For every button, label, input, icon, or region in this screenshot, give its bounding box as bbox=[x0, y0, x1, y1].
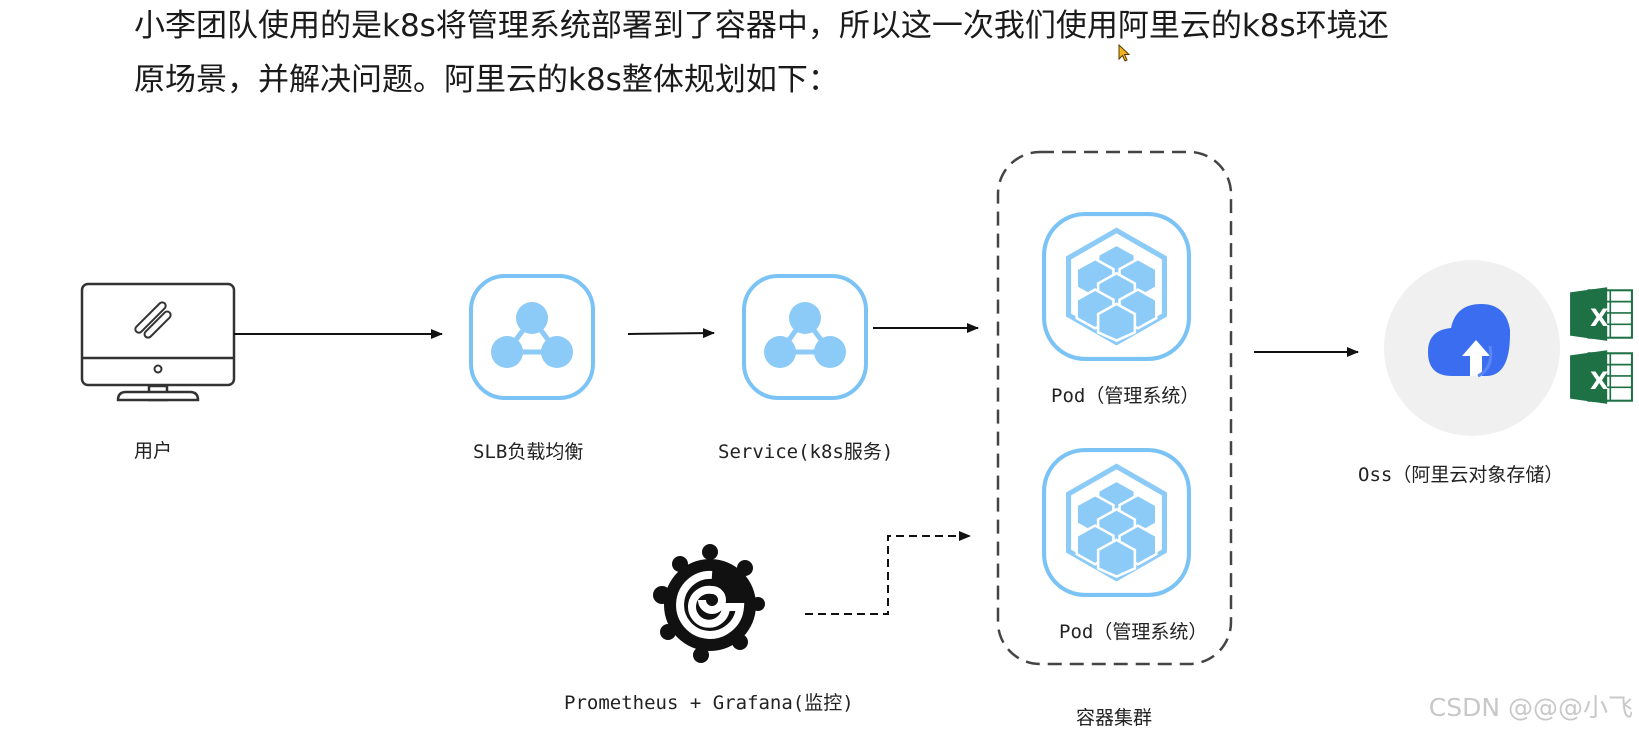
label-pod-2: Pod（管理系统） bbox=[1059, 621, 1208, 643]
intro-line-2: 原场景，并解决问题。阿里云的k8s整体规划如下： bbox=[134, 62, 839, 98]
label-oss: Oss（阿里云对象存储） bbox=[1358, 464, 1564, 486]
label-slb: SLB负载均衡 bbox=[473, 441, 584, 463]
oss-cloud-upload-icon bbox=[1384, 260, 1560, 436]
arrow-slb-to-service bbox=[627, 328, 715, 339]
excel-glyph-1: X bbox=[1590, 304, 1609, 332]
arrow-monitor-to-cluster bbox=[805, 531, 971, 615]
grafana-logo-icon bbox=[653, 544, 765, 663]
label-service: Service(k8s服务) bbox=[718, 441, 894, 463]
intro-line-1: 小李团队使用的是k8s将管理系统部署到了容器中，所以这一次我们使用阿里云的k8s… bbox=[134, 8, 1389, 44]
watermark: CSDN @@@小飞 bbox=[1428, 693, 1633, 722]
pod-2-cube-cluster-icon bbox=[1044, 450, 1189, 595]
label-pod-1: Pod（管理系统） bbox=[1051, 385, 1200, 407]
excel-glyph-2: X bbox=[1590, 367, 1609, 395]
service-network-topology-icon bbox=[744, 276, 866, 398]
user-monitor-icon bbox=[80, 282, 236, 402]
mouse-cursor-icon bbox=[1118, 44, 1130, 62]
container-cluster-box bbox=[996, 150, 1233, 666]
label-monitor: Prometheus + Grafana(监控) bbox=[564, 692, 854, 714]
label-container-cluster: 容器集群 bbox=[1076, 707, 1153, 729]
label-user: 用户 bbox=[134, 440, 173, 462]
slb-network-topology-icon bbox=[471, 276, 593, 398]
pod-1-cube-cluster-icon bbox=[1044, 214, 1189, 359]
